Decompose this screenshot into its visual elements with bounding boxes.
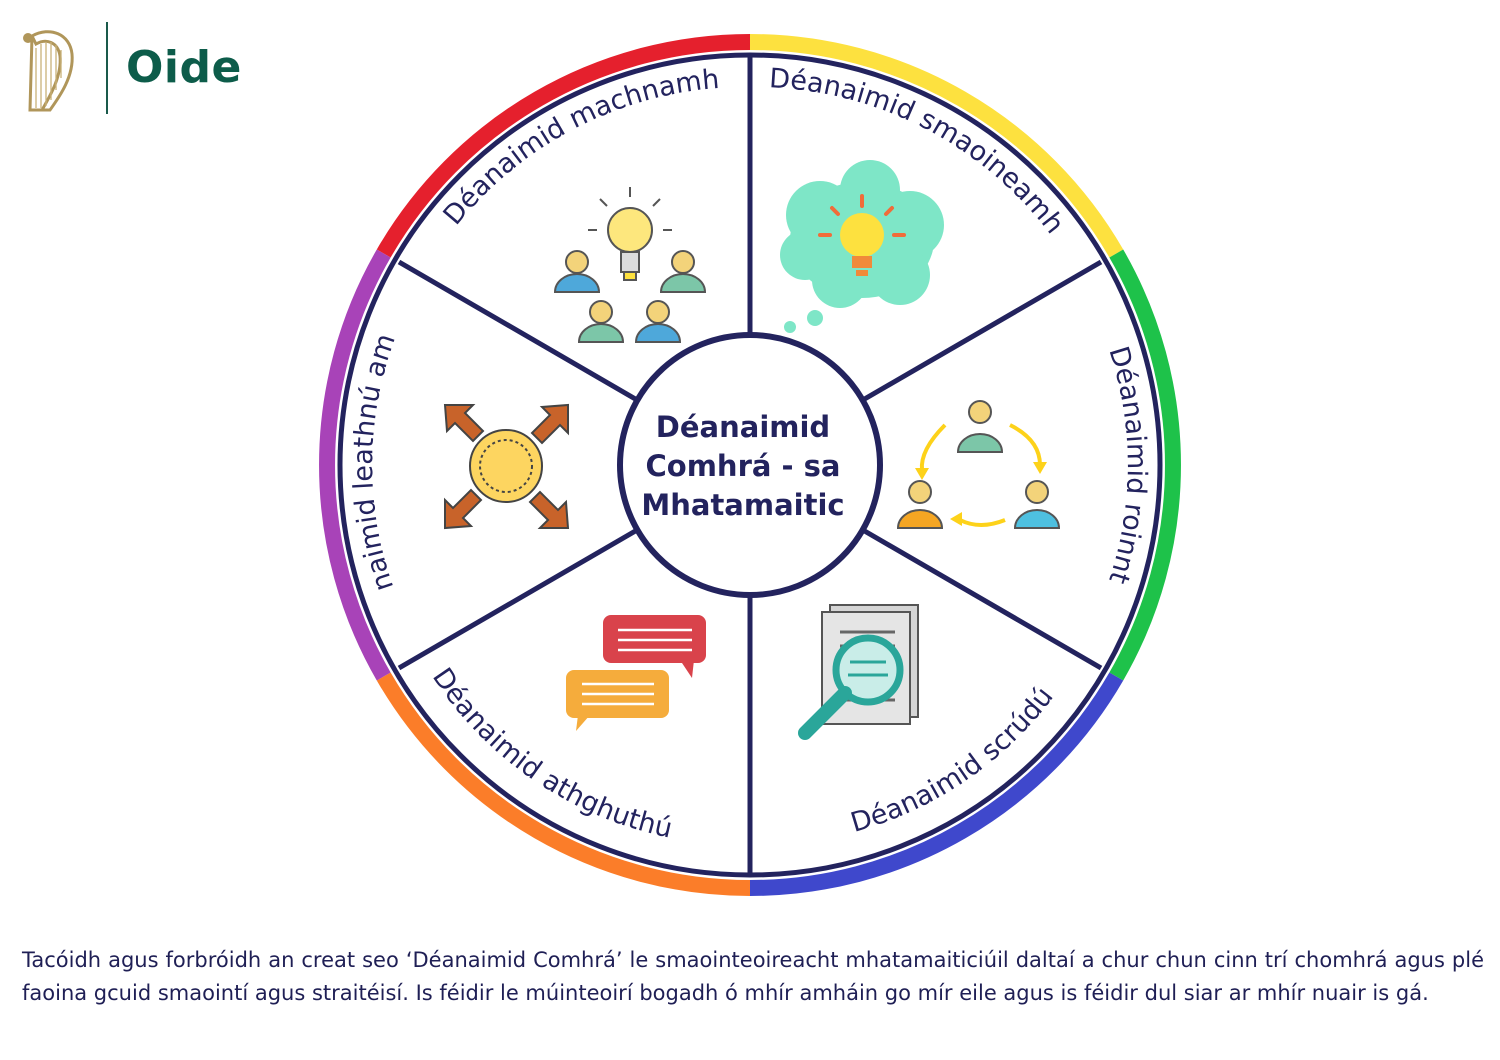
sharing-cycle-icon [896,400,1061,529]
ring-segment-red [376,34,751,258]
outer-ring [319,34,1181,896]
ring-segment-blue [749,672,1124,896]
center-title-line-3: Mhatamaitic [641,488,844,522]
ring-segment-orange [376,672,751,896]
brand-name: Oide [126,42,242,93]
center-title-line-2: Comhrá - sa [646,449,841,483]
wheel-spokes [397,55,1103,875]
caption-paragraph: Tacóidh agus forbróidh an creat seo ‘Déa… [22,948,1484,1005]
conversation-wheel: Déanaimid Comhrá - sa Mhatamaitic Déanai… [310,25,1181,896]
oide-logo: Oide [20,22,260,117]
ring-segment-purple [319,249,391,681]
logo-divider [106,22,108,114]
thought-cloud-lightbulb-icon [780,160,944,333]
ring-segment-yellow [749,34,1124,258]
document-magnifier-icon [798,604,919,740]
chat-bubbles-icon [566,615,706,731]
ring-segment-green [1109,249,1181,681]
center-title-line-1: Déanaimid [656,410,830,444]
people-lightbulb-icon [553,187,707,343]
harp-icon [23,30,74,112]
expand-arrows-icon [443,403,570,530]
center-circle [617,332,883,598]
